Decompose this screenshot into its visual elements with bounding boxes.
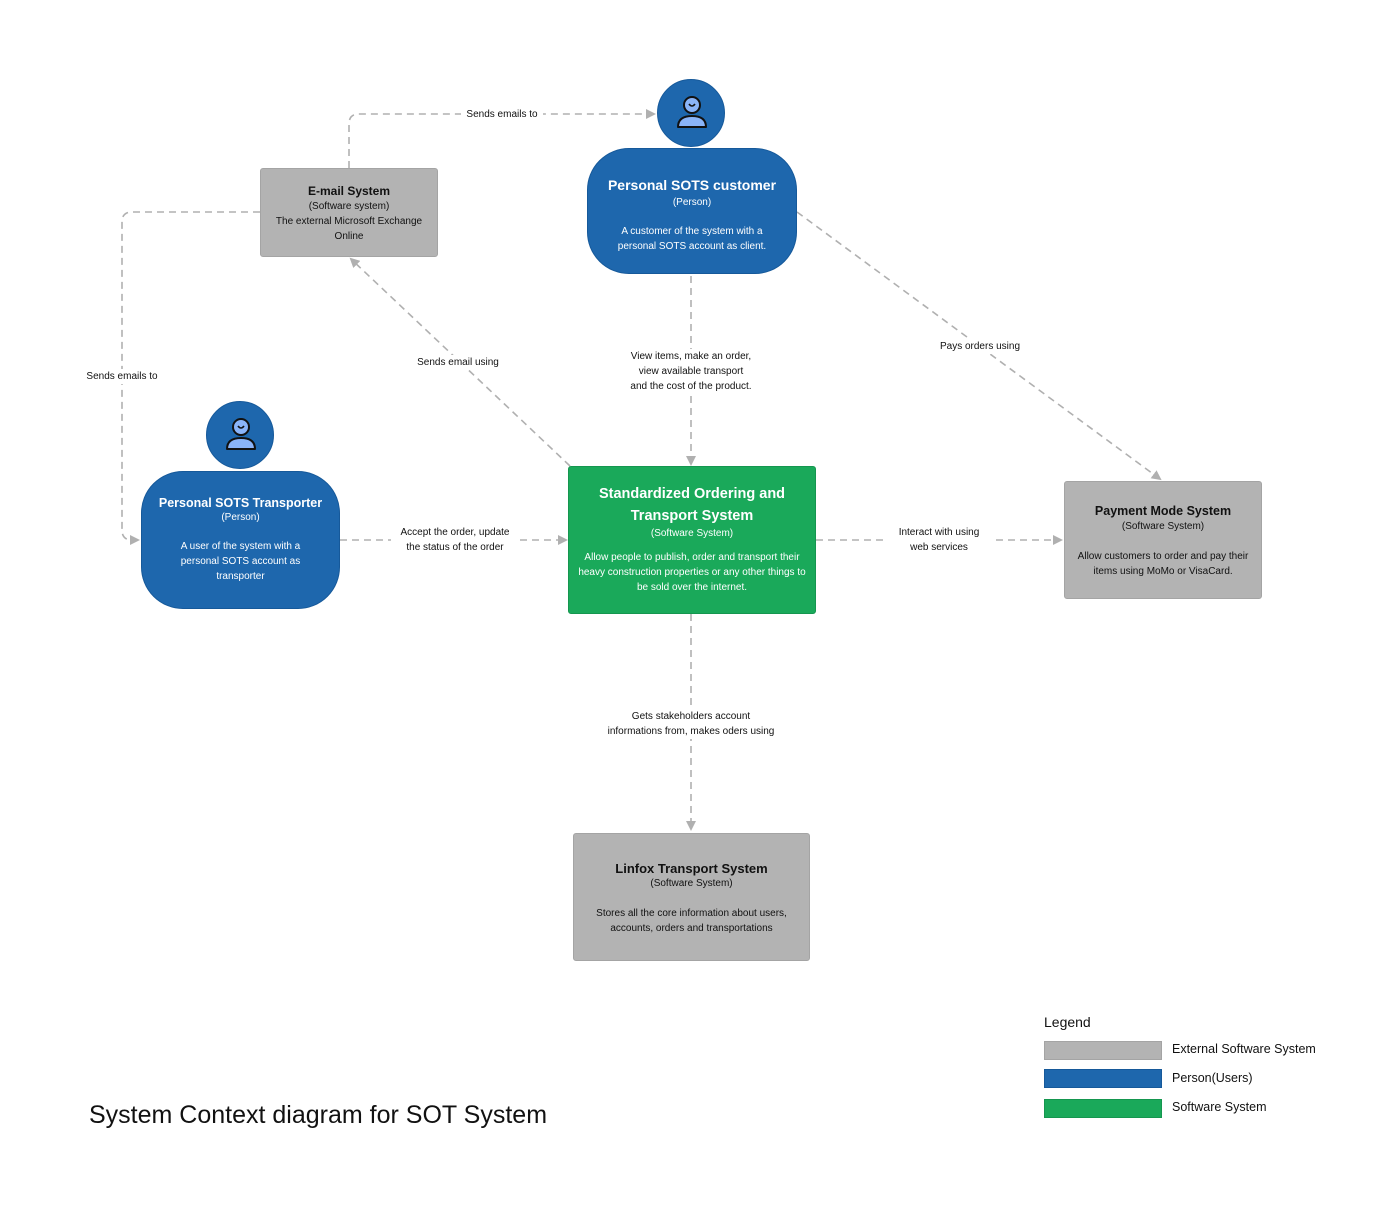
relation-label-customer-to-sots: View items, make an order, view availabl… xyxy=(616,349,766,394)
customer-box[interactable]: Personal SOTS customer (Person) A custom… xyxy=(587,148,797,274)
transporter-avatar xyxy=(206,401,274,469)
legend-swatch-person xyxy=(1044,1069,1162,1088)
relation-label-sots-to-payment: Interact with using web services xyxy=(886,525,992,555)
payment-system-kind: (Software System) xyxy=(1121,521,1205,532)
sots-box[interactable]: Standardized Ordering and Transport Syst… xyxy=(568,466,816,614)
linfox-system-description: Stores all the core information about us… xyxy=(596,908,787,934)
customer-title: Personal SOTS customer xyxy=(607,177,777,193)
transporter-description: A user of the system with a personal SOT… xyxy=(180,541,301,582)
connector-email-to-transporter xyxy=(121,211,260,545)
email-system-title: E-mail System xyxy=(307,184,391,198)
legend-label-external: External Software System xyxy=(1172,1042,1316,1056)
legend-swatch-external xyxy=(1044,1041,1162,1060)
email-system-box[interactable]: E-mail System (Software system) The exte… xyxy=(260,168,438,257)
connector-email-to-customer xyxy=(348,109,656,168)
connector-customer-to-payment xyxy=(796,211,1162,481)
legend-label-person: Person(Users) xyxy=(1172,1071,1253,1085)
sots-kind: (Software System) xyxy=(650,528,734,539)
customer-avatar xyxy=(657,79,725,147)
transporter-box[interactable]: Personal SOTS Transporter (Person) A use… xyxy=(141,471,340,609)
customer-kind: (Person) xyxy=(672,197,712,208)
user-icon xyxy=(677,96,707,128)
legend-label-software: Software System xyxy=(1172,1100,1267,1114)
email-system-description: The external Microsoft Exchange Online xyxy=(275,216,423,242)
payment-system-description: Allow customers to order and pay their i… xyxy=(1077,551,1249,577)
customer-description: A customer of the system with a personal… xyxy=(617,226,767,252)
relation-label-customer-to-payment: Pays orders using xyxy=(934,339,1026,354)
legend-title: Legend xyxy=(1044,1014,1091,1030)
relation-label-sots-to-linfox: Gets stakeholders account informations f… xyxy=(596,709,786,739)
sots-description: Allow people to publish, order and trans… xyxy=(578,552,806,593)
user-icon xyxy=(226,418,256,450)
payment-system-title: Payment Mode System xyxy=(1094,504,1232,518)
transporter-title: Personal SOTS Transporter xyxy=(158,496,323,510)
linfox-system-kind: (Software System) xyxy=(650,878,733,889)
relation-label-email-to-customer: Sends emails to xyxy=(461,107,543,122)
sots-title: Standardized Ordering and Transport Syst… xyxy=(598,486,786,524)
relation-label-transporter-to-sots: Accept the order, update the status of t… xyxy=(391,525,519,555)
linfox-system-box[interactable]: Linfox Transport System (Software System… xyxy=(573,833,810,961)
payment-system-box[interactable]: Payment Mode System (Software System) Al… xyxy=(1064,481,1262,599)
transporter-kind: (Person) xyxy=(221,512,260,523)
relation-label-sots-to-email: Sends email using xyxy=(411,355,505,370)
legend-swatch-software xyxy=(1044,1099,1162,1118)
relation-label-email-to-transporter: Sends emails to xyxy=(80,369,164,384)
linfox-system-title: Linfox Transport System xyxy=(615,861,768,876)
email-system-kind: (Software system) xyxy=(308,201,390,212)
diagram-title: System Context diagram for SOT System xyxy=(89,1101,548,1129)
